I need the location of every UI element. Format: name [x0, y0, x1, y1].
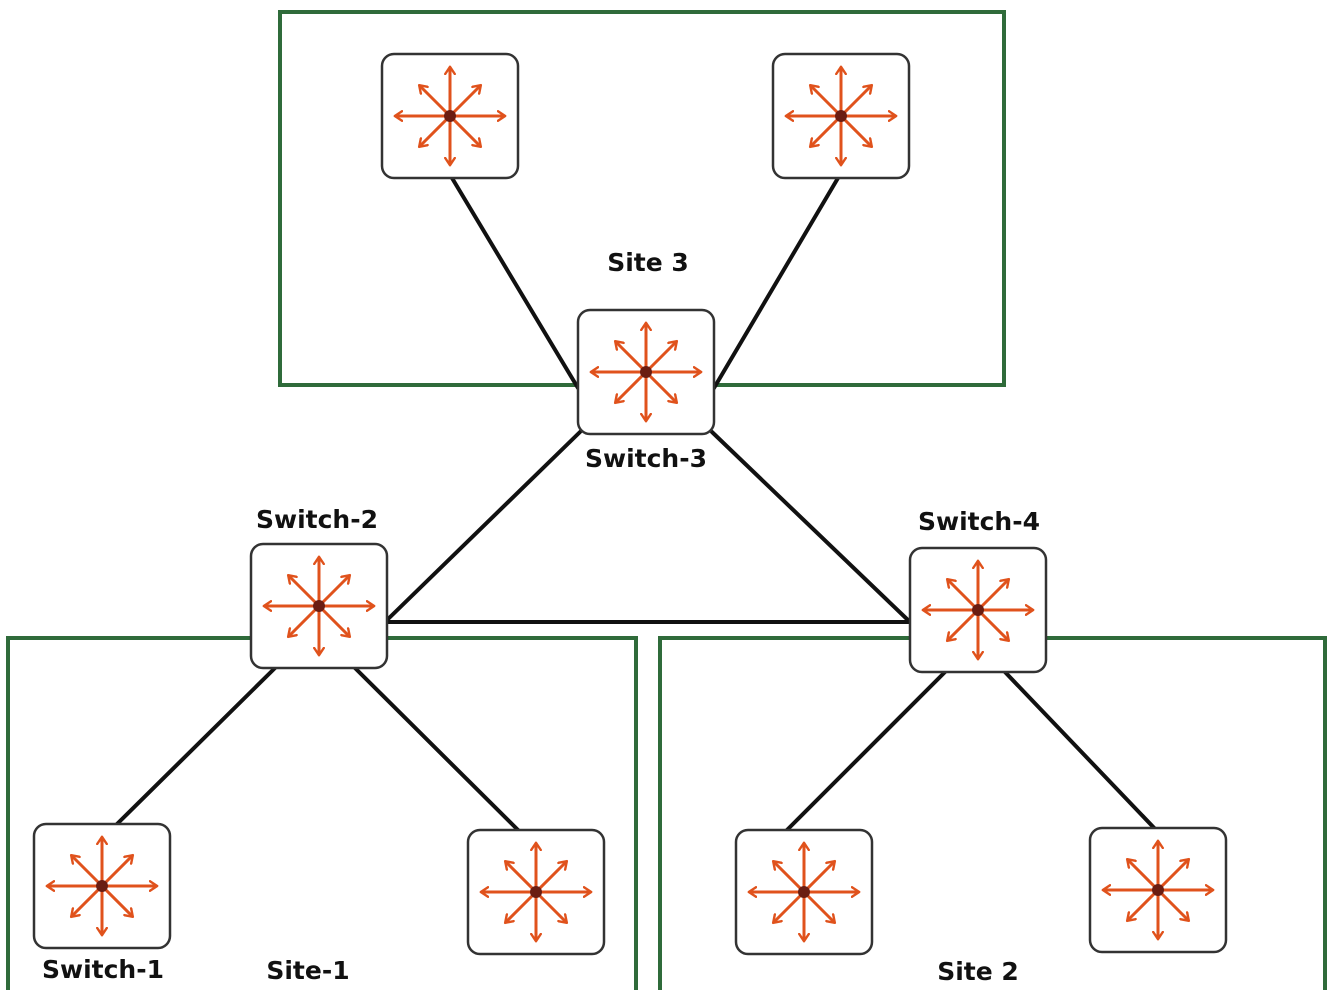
switch-icon[interactable] [251, 544, 387, 668]
site-1-label: Site-1 [266, 956, 349, 985]
link-switch3-switch4 [710, 430, 912, 624]
link-switch2-site1-node [353, 666, 522, 834]
switch-icon[interactable] [1090, 828, 1226, 952]
switch-icon[interactable] [468, 830, 604, 954]
links [113, 176, 1160, 834]
switch-3-label: Switch-3 [585, 444, 707, 473]
switch-icon[interactable] [910, 548, 1046, 672]
link-switch4-site2-node-b [1003, 670, 1160, 834]
switch-4-label: Switch-4 [918, 507, 1040, 536]
switch-icon[interactable] [382, 54, 518, 178]
switch-1-label: Switch-1 [42, 955, 164, 984]
link-switch3-switch2 [383, 430, 582, 624]
switch-icon[interactable] [34, 824, 170, 948]
switch-2-label: Switch-2 [256, 505, 378, 534]
link-switch2-switch1 [113, 666, 277, 828]
site-2-label: Site 2 [937, 957, 1019, 986]
switch-icon[interactable] [736, 830, 872, 954]
link-switch4-site2-node-a [783, 670, 947, 834]
link-s3a-switch3 [450, 176, 580, 390]
switch-icon[interactable] [578, 310, 714, 434]
link-s3b-switch3 [712, 176, 840, 390]
site-3-label: Site 3 [607, 248, 689, 277]
switch-icon[interactable] [773, 54, 909, 178]
